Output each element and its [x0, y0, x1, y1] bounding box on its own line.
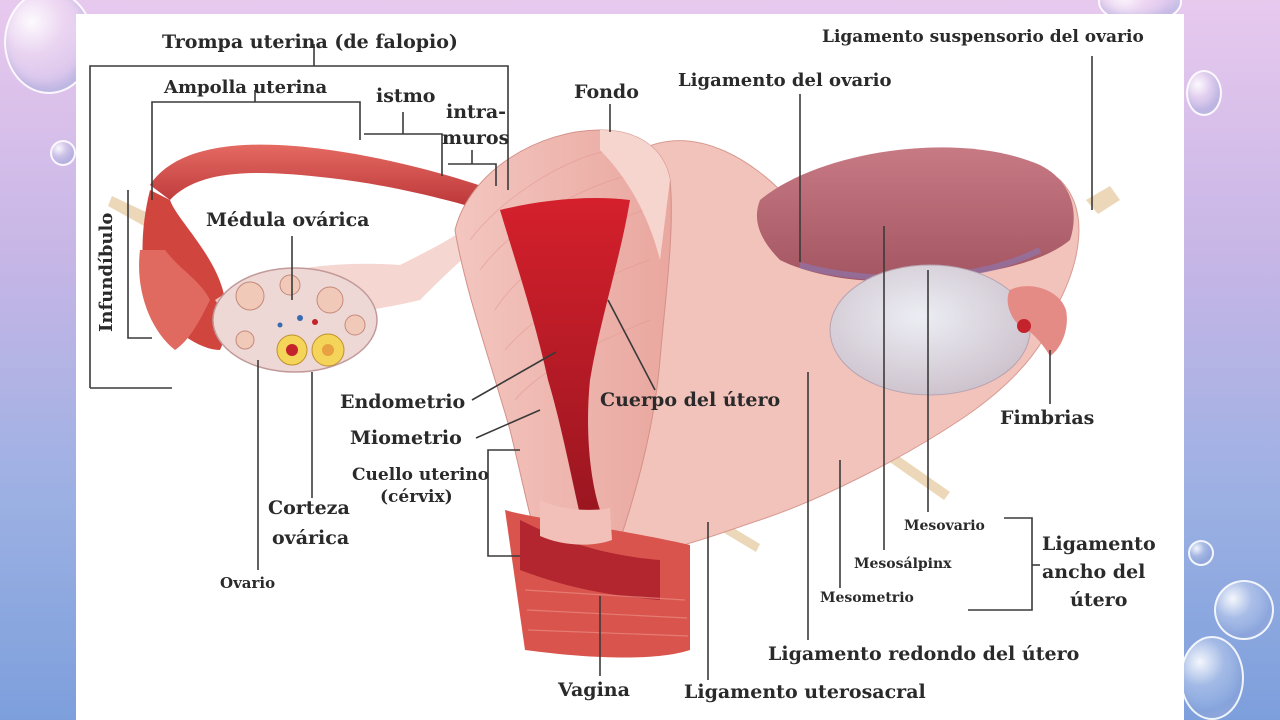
label-medula: Médula ovárica — [206, 209, 370, 231]
bubble-decoration — [1186, 70, 1222, 116]
label-ovario: Ovario — [220, 574, 275, 592]
left-fallopian-tube — [150, 144, 520, 222]
label-ligamento-suspensorio: Ligamento suspensorio del ovario — [822, 27, 1144, 47]
label-cuello-1: Cuello uterino — [352, 465, 489, 485]
label-fimbrias: Fimbrias — [1000, 407, 1094, 429]
label-intra: intra- — [446, 101, 506, 123]
label-ligamento-ancho-3: útero — [1070, 589, 1127, 611]
left-fimbriae — [139, 250, 210, 350]
label-muros: muros — [442, 127, 509, 149]
leader-lines — [89, 44, 1093, 680]
label-vagina: Vagina — [557, 679, 630, 701]
label-corteza-2: ovárica — [272, 527, 349, 549]
label-istmo: istmo — [376, 85, 435, 107]
right-ovary — [829, 264, 1031, 396]
label-ligamento-redondo: Ligamento redondo del útero — [768, 643, 1079, 665]
label-infundibulo: Infundíbulo — [96, 213, 117, 332]
label-ligamento-ancho-1: Ligamento — [1042, 533, 1156, 555]
label-endometrio: Endometrio — [340, 391, 465, 413]
label-mesometrio: Mesometrio — [820, 590, 914, 606]
bubble-decoration — [1214, 580, 1274, 640]
bubble-decoration — [1188, 540, 1214, 566]
label-miometrio: Miometrio — [350, 427, 462, 449]
right-fimbriae — [1007, 286, 1067, 356]
label-ligamento-ovario: Ligamento del ovario — [678, 70, 892, 91]
right-tube-fold — [756, 147, 1074, 282]
ovarian-follicles — [235, 274, 366, 367]
label-ligamento-ancho-2: ancho del — [1042, 561, 1145, 583]
label-fondo: Fondo — [574, 81, 639, 103]
label-ampolla: Ampolla uterina — [163, 77, 327, 98]
label-corteza-1: Corteza — [268, 497, 350, 519]
label-mesosalpinx: Mesosálpinx — [854, 556, 952, 572]
label-cuerpo: Cuerpo del útero — [600, 389, 780, 411]
bubble-decoration — [50, 140, 76, 166]
label-mesovario: Mesovario — [904, 518, 985, 534]
label-ligamento-uterosacral: Ligamento uterosacral — [684, 681, 926, 703]
label-trompa: Trompa uterina (de falopio) — [162, 31, 458, 53]
uterine-cavity — [500, 198, 630, 515]
label-cuello-2: (cérvix) — [380, 487, 453, 507]
